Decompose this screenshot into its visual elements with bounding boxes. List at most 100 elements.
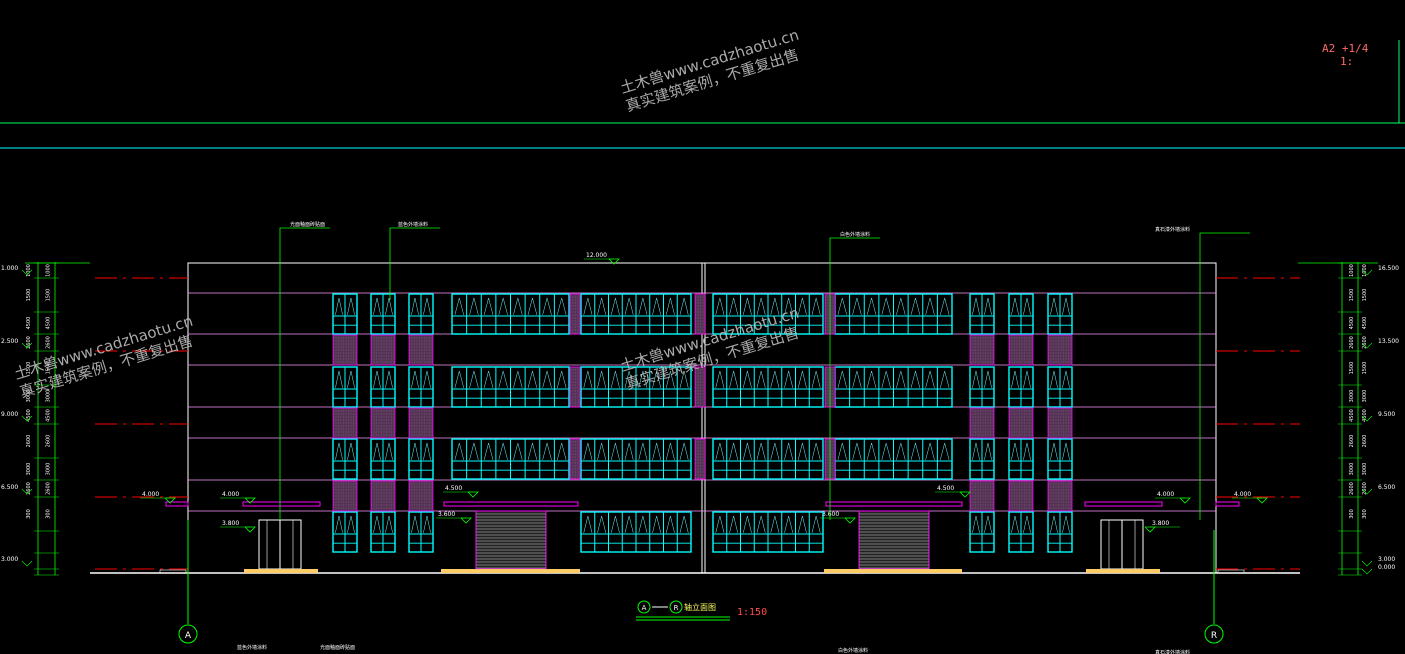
window-swing (811, 370, 821, 388)
dim-value: 2600 (1349, 435, 1355, 448)
entrance-step (824, 569, 962, 573)
brick-panel (694, 293, 706, 335)
elev-mark (21, 488, 33, 495)
level-mark-text: 3.600 (438, 511, 455, 518)
window-swing (373, 442, 381, 460)
window-swing (385, 442, 393, 460)
elev-mark (21, 269, 33, 276)
window-swing (837, 442, 847, 460)
window-swing (729, 297, 738, 315)
window-swing (583, 370, 593, 388)
elev-mark (21, 415, 33, 422)
window-swing (624, 515, 634, 533)
sheet-reference: A2 +1/4 1: (1322, 42, 1405, 68)
level-mark (1179, 497, 1191, 504)
window-swing (652, 442, 661, 460)
window-swing (784, 515, 793, 533)
axis-bubble-right (1204, 624, 1224, 644)
dim-value: 1500 (1349, 362, 1355, 375)
window-swing (784, 297, 793, 315)
dim-value-outer: 4500 (26, 317, 32, 330)
window-swing (852, 370, 862, 388)
window-swing (743, 370, 752, 388)
window-swing (910, 297, 921, 315)
window-swing (498, 370, 508, 388)
window-narrow (969, 511, 995, 553)
floor-lines (188, 292, 1216, 512)
window-swing (896, 370, 906, 388)
window-swing (335, 370, 343, 388)
window-narrow (1047, 366, 1073, 408)
window-swing (984, 442, 992, 460)
window-strip (834, 366, 953, 408)
window-narrow (370, 293, 396, 335)
brick-panel (569, 438, 581, 480)
window-swing (597, 442, 606, 460)
window-swing (1023, 297, 1031, 315)
window-swing (542, 370, 552, 388)
window-swing (611, 442, 620, 460)
callout-text-bottom: 真石漆外墙涂料 (1155, 649, 1190, 654)
dim-value: 4500 (1349, 409, 1355, 422)
window-narrow (370, 511, 396, 553)
dim-value-outer: 1500 (26, 289, 32, 302)
window-swing (715, 370, 725, 388)
window-swing (984, 515, 992, 533)
window-swing (811, 297, 821, 315)
window-swing (513, 370, 523, 388)
window-narrow (969, 293, 995, 335)
title-text: 轴立面图 (684, 602, 716, 612)
window-swing (1011, 370, 1019, 388)
dim-value-outer: 4500 (26, 409, 32, 422)
callout-text-bottom: 蓝色外墙涂料 (237, 644, 267, 651)
window-swing (373, 297, 381, 315)
window-swing (881, 442, 891, 460)
callout-text-bottom: 白色外墙涂料 (838, 647, 868, 654)
window-narrow (408, 438, 434, 480)
brick-panel (694, 366, 706, 408)
window-swing (1011, 442, 1019, 460)
window-swing (652, 515, 661, 533)
dim-value: 3000 (46, 390, 52, 403)
window-strip (580, 438, 692, 480)
window-swing (798, 515, 807, 533)
window-swing (940, 370, 950, 388)
window-swing (866, 370, 877, 388)
level-mark-text: 4.500 (937, 485, 954, 492)
drawing-scale: 1:150 (737, 607, 767, 618)
window-swing (811, 515, 821, 533)
window-strip (451, 366, 570, 408)
window-swing (542, 442, 552, 460)
dim-value: 1500 (46, 362, 52, 375)
window-swing (597, 515, 606, 533)
window-swing (729, 515, 738, 533)
callout-leader (279, 227, 330, 520)
window-narrow (1047, 511, 1073, 553)
window-swing (666, 442, 675, 460)
window-swing (335, 297, 343, 315)
window-swing (469, 442, 479, 460)
window-swing (940, 442, 950, 460)
window-swing (666, 370, 675, 388)
callout-text: 白色外墙涂料 (840, 231, 870, 238)
window-swing (483, 297, 494, 315)
window-swing (715, 515, 725, 533)
elev-text: 3.000 (1378, 556, 1395, 563)
callout-text: 光面釉面砖贴面 (290, 221, 325, 228)
elev-text: 9.500 (1378, 411, 1395, 418)
dim-value-outer: 2600 (26, 482, 32, 495)
axis-label-left: A (185, 631, 192, 641)
axis-bubble-left (178, 624, 198, 644)
dim-value-outer: 1500 (1362, 362, 1368, 375)
elev-text: 2.500 (1, 338, 18, 345)
window-swing (498, 297, 508, 315)
dim-value: 300 (46, 509, 52, 519)
window-grid (332, 293, 1073, 553)
window-swing (972, 297, 980, 315)
window-narrow (1008, 511, 1034, 553)
window-narrow (332, 438, 358, 480)
elev-text: 13.500 (1378, 338, 1399, 345)
dim-value: 4500 (46, 317, 52, 330)
